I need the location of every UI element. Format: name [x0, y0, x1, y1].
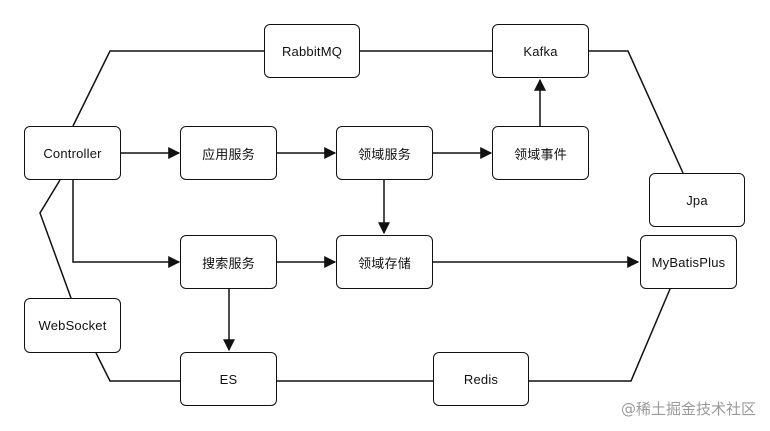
edge-kafka-to-jpa: [589, 50, 684, 174]
edge-controller-to-rabbitmq: [72, 50, 264, 127]
edge-controller-to-websocket: [39, 179, 72, 299]
edge-controller-to-search-service: [72, 180, 181, 268]
node-rabbitmq: RabbitMQ: [264, 24, 360, 78]
node-mybatisplus: MyBatisPlus: [640, 235, 737, 289]
node-app-service: 应用服务: [180, 126, 277, 180]
watermark: @稀土掘金技术社区: [620, 400, 756, 418]
node-domain-storage: 领域存储: [336, 235, 433, 289]
edge-websocket-to-es: [95, 352, 180, 382]
node-controller: Controller: [24, 126, 121, 180]
node-websocket: WebSocket: [24, 298, 121, 353]
node-domain-event: 领域事件: [492, 126, 589, 180]
node-jpa: Jpa: [649, 173, 745, 227]
node-domain-service: 领域服务: [336, 126, 433, 180]
node-kafka: Kafka: [492, 24, 589, 78]
edge-redis-to-mybatisplus: [529, 288, 671, 382]
node-search-service: 搜索服务: [180, 235, 277, 289]
node-es: ES: [180, 352, 277, 406]
node-redis: Redis: [433, 352, 529, 406]
